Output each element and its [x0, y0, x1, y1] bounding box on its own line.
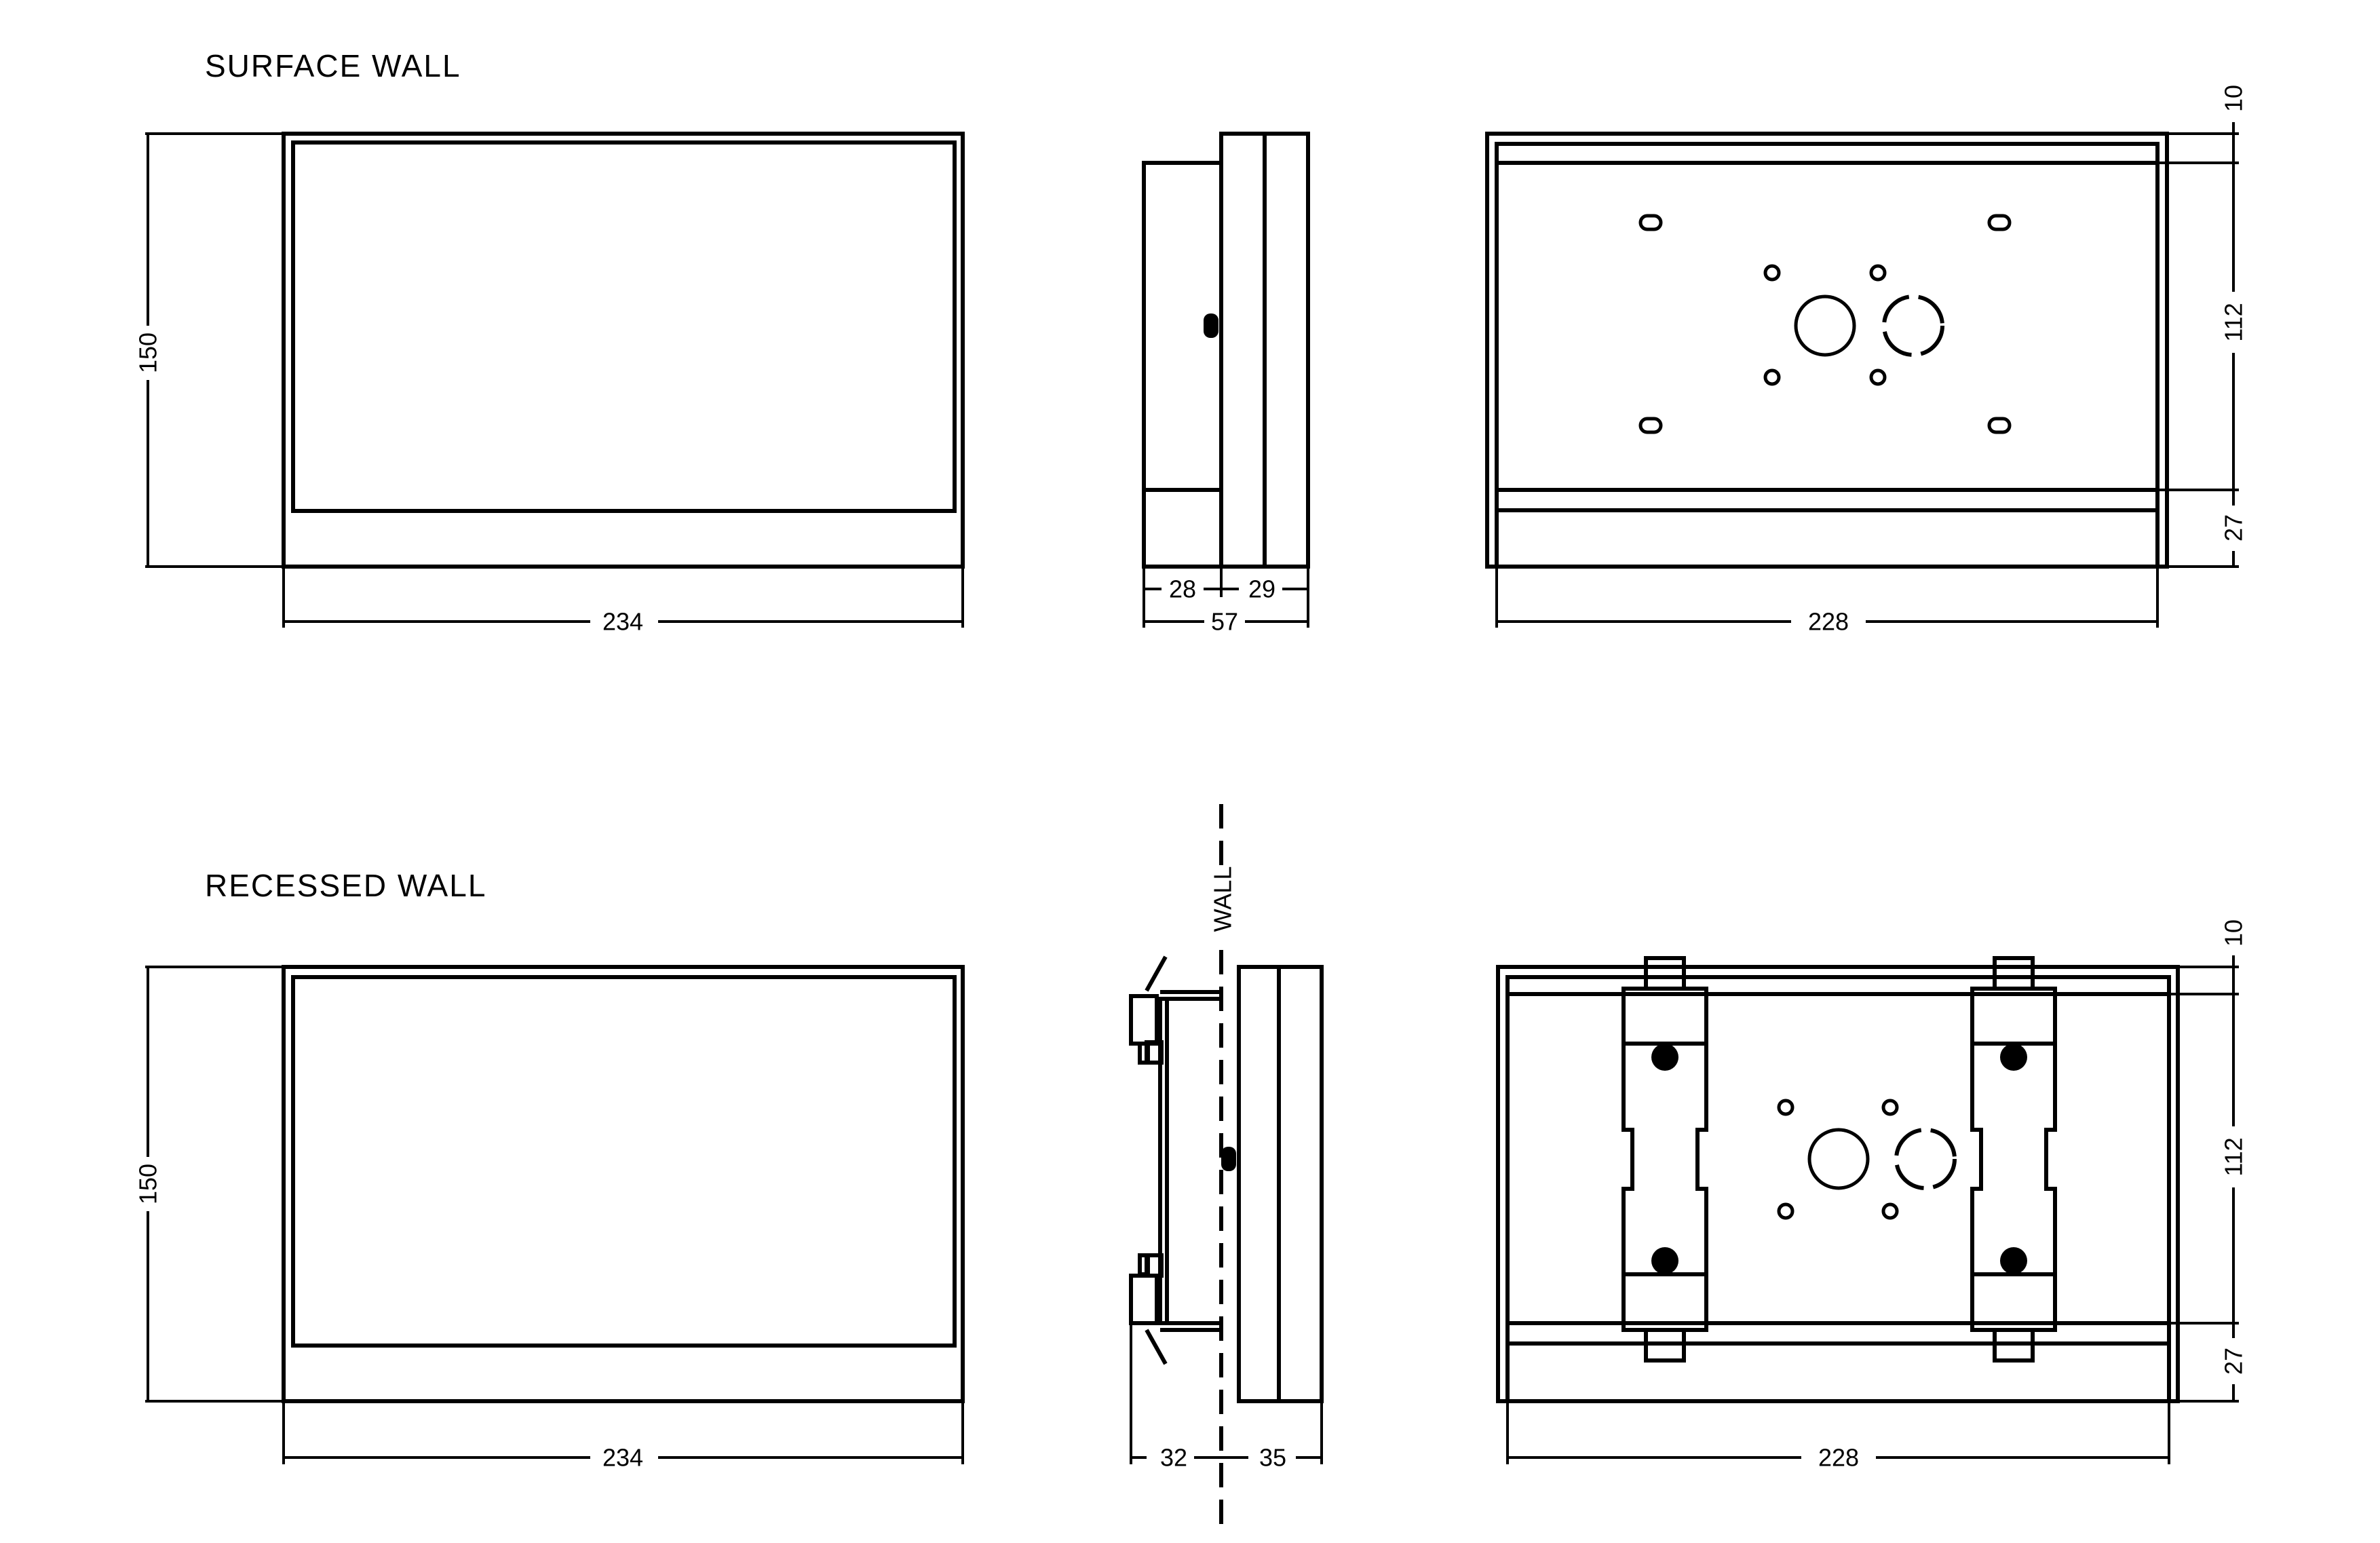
recessed-back-width-dim: 228 — [1818, 1444, 1859, 1472]
recessed-back-top-dim: 10 — [2220, 919, 2248, 947]
bracket-screw-icon — [1651, 1044, 1678, 1071]
screw-hole-icon — [1881, 1202, 1899, 1220]
screw-hole-icon — [1763, 264, 1781, 282]
cable-entry-icon — [1794, 294, 1856, 357]
recessed-back-view: 10 112 27 228 — [1496, 919, 2248, 1472]
mounting-bracket-left — [1621, 956, 1708, 1363]
knockout-entry-icon — [1894, 1128, 1957, 1190]
side-screw-icon — [1221, 1147, 1236, 1171]
bracket-screw-icon — [2000, 1247, 2027, 1274]
recessed-wall-title: RECESSED WALL — [205, 868, 487, 903]
side-screw-icon — [1204, 313, 1218, 338]
recessed-side-view: WALL 32 35 — [1129, 804, 1324, 1527]
surface-back-middle-dim: 112 — [2220, 303, 2248, 341]
surface-back-width-dim: 228 — [1808, 608, 1849, 636]
recessed-front-width-dim: 234 — [602, 1444, 643, 1472]
recessed-front-height-dim: 150 — [134, 1164, 162, 1204]
mount-slot-icon — [1638, 417, 1663, 434]
bracket-screw-icon — [1651, 1247, 1678, 1274]
recessed-side-depth-b-dim: 35 — [1259, 1444, 1286, 1472]
surface-front-outline — [282, 132, 965, 569]
cable-entry-icon — [1807, 1128, 1870, 1190]
surface-back-bottom-dim: 27 — [2220, 514, 2248, 541]
surface-side-total-dim: 57 — [1211, 608, 1238, 636]
surface-back-top-dim: 10 — [2220, 85, 2248, 112]
surface-back-view: 10 112 27 228 — [1485, 85, 2248, 636]
recessed-side-depth-a-dim: 32 — [1160, 1444, 1187, 1472]
screw-hole-icon — [1869, 264, 1887, 282]
surface-side-depth-a-dim: 28 — [1169, 575, 1196, 603]
screw-hole-icon — [1881, 1099, 1899, 1116]
surface-side-depth-b-dim: 29 — [1248, 575, 1275, 603]
knockout-entry-icon — [1882, 294, 1944, 357]
surface-front-height-dim: 150 — [134, 332, 162, 373]
surface-front-view: 150 234 — [134, 132, 965, 636]
screw-hole-icon — [1869, 368, 1887, 386]
surface-side-view: 28 29 57 — [1142, 132, 1310, 636]
mount-slot-icon — [1987, 417, 2012, 434]
surface-front-width-dim: 234 — [602, 608, 643, 636]
surface-front-screen — [291, 140, 957, 513]
bracket-screw-icon — [2000, 1044, 2027, 1071]
wall-label: WALL — [1209, 866, 1237, 932]
recessed-back-bottom-dim: 27 — [2220, 1348, 2248, 1375]
recessed-back-middle-dim: 112 — [2220, 1137, 2248, 1176]
surface-wall-title: SURFACE WALL — [205, 48, 461, 83]
screw-hole-icon — [1763, 368, 1781, 386]
screw-hole-icon — [1777, 1202, 1794, 1220]
mounting-bracket-right — [1970, 956, 2057, 1363]
recessed-front-view: 150 234 — [134, 965, 965, 1472]
mount-slot-icon — [1987, 214, 2012, 231]
screw-hole-icon — [1777, 1099, 1794, 1116]
mount-slot-icon — [1638, 214, 1663, 231]
